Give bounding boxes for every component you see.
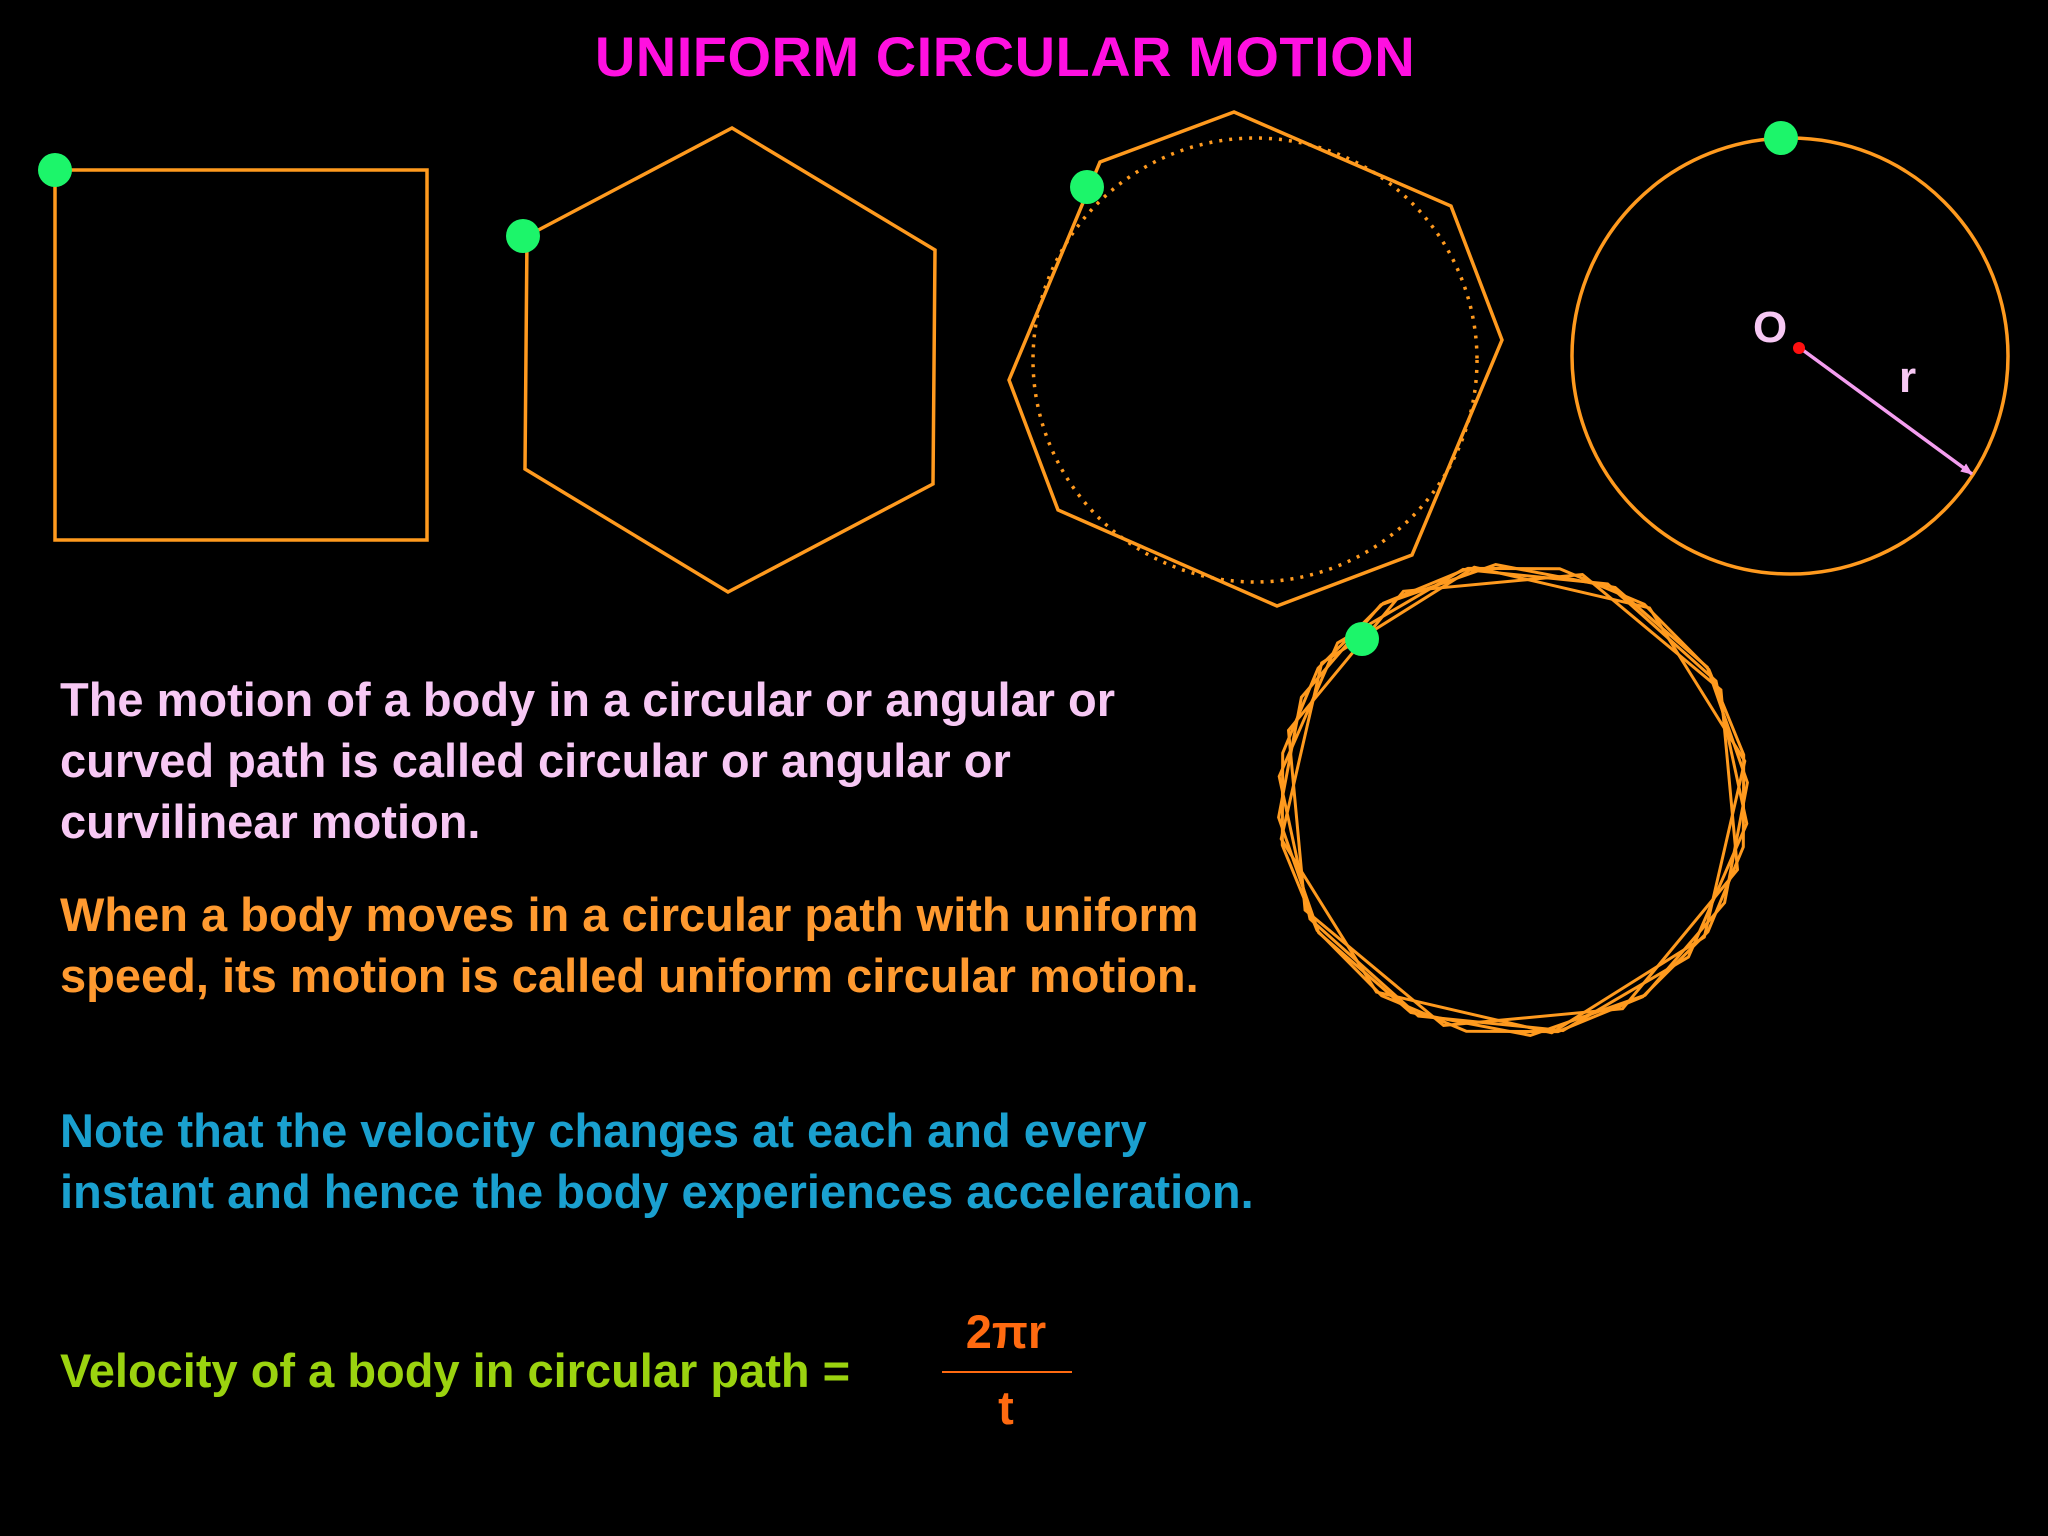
formula-denominator: t: [998, 1381, 1014, 1434]
center-label: O: [1753, 303, 1787, 352]
radius-label: r: [1899, 353, 1916, 402]
page-title: UNIFORM CIRCULAR MOTION: [594, 25, 1416, 88]
moving-body-circle: [1764, 121, 1798, 155]
fraction-bar: [942, 1371, 1072, 1373]
moving-body-square: [38, 153, 72, 187]
velocity-formula-label: Velocity of a body in circular path =: [60, 1344, 851, 1397]
overlapping-polygon-1: [1286, 572, 1740, 1028]
center-point: [1793, 342, 1805, 354]
moving-body-octagon: [1070, 170, 1104, 204]
overlapping-polygon-5: [1280, 566, 1746, 1034]
circle-path: [1570, 136, 2010, 576]
square-path: [53, 168, 429, 542]
radius-line: [1798, 346, 1974, 476]
uniform-motion-paragraph: When a body moves in a circular path wit…: [60, 888, 1199, 1002]
hexagon-path: [523, 125, 937, 595]
moving-body-polygons: [1345, 622, 1379, 656]
definition-paragraph: The motion of a body in a circular or an…: [60, 673, 1116, 848]
octagon-path: [1007, 110, 1504, 608]
overlapping-polygon-3: [1277, 567, 1749, 1033]
formula-numerator: 2πr: [965, 1305, 1047, 1358]
many-sided-polygons: [1277, 563, 1749, 1037]
moving-body-hexagon: [506, 219, 540, 253]
acceleration-note-paragraph: Note that the velocity changes at each a…: [60, 1104, 1254, 1218]
